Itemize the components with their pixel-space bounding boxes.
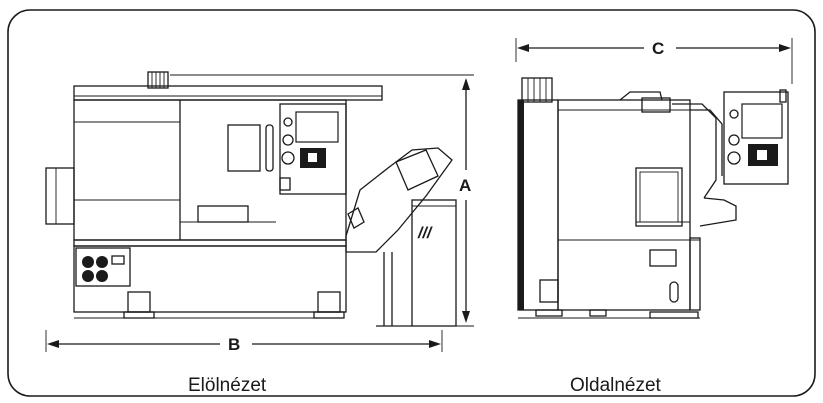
side-view-machine [517, 77, 789, 319]
dimension-c: C [515, 38, 793, 84]
dimension-c-label: C [652, 39, 664, 58]
front-view-caption: Elölnézet [188, 375, 267, 396]
dimension-b-label: B [228, 335, 240, 354]
dimension-a-label: A [459, 176, 471, 195]
door-slots-marking: /// [417, 225, 433, 242]
side-view-caption: Oldalnézet [570, 375, 662, 396]
dimension-a: A [170, 74, 474, 327]
front-view-machine: /// [45, 71, 457, 327]
dimension-b: B [45, 330, 443, 354]
diagram-border [7, 9, 816, 397]
